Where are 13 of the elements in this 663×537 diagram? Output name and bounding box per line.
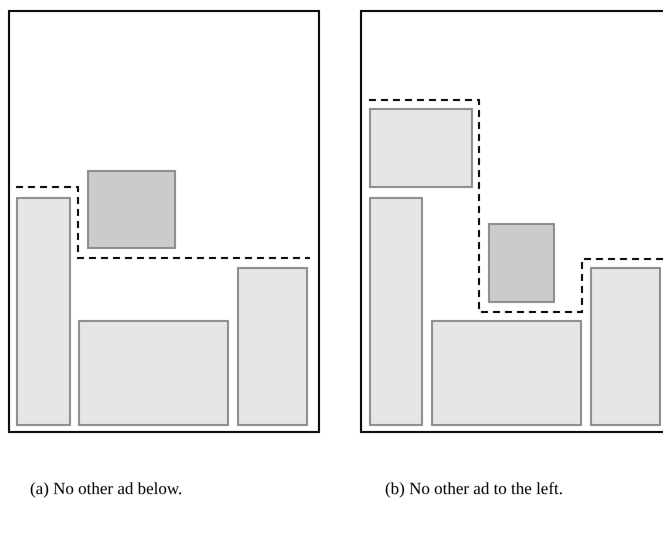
ad-block — [431, 320, 582, 426]
ad-block — [78, 320, 229, 426]
ad-block — [16, 197, 71, 426]
panel-frame — [360, 10, 663, 433]
panel-frame — [8, 10, 320, 433]
new-ad-block — [87, 170, 176, 249]
new-ad-block — [488, 223, 555, 303]
ad-block — [237, 267, 308, 426]
figure-caption: (b) No other ad to the left. — [385, 478, 564, 500]
figure-caption: (a) No other ad below. — [30, 478, 184, 500]
ad-block — [590, 267, 661, 426]
ad-block — [369, 197, 423, 426]
ad-block — [369, 108, 473, 188]
